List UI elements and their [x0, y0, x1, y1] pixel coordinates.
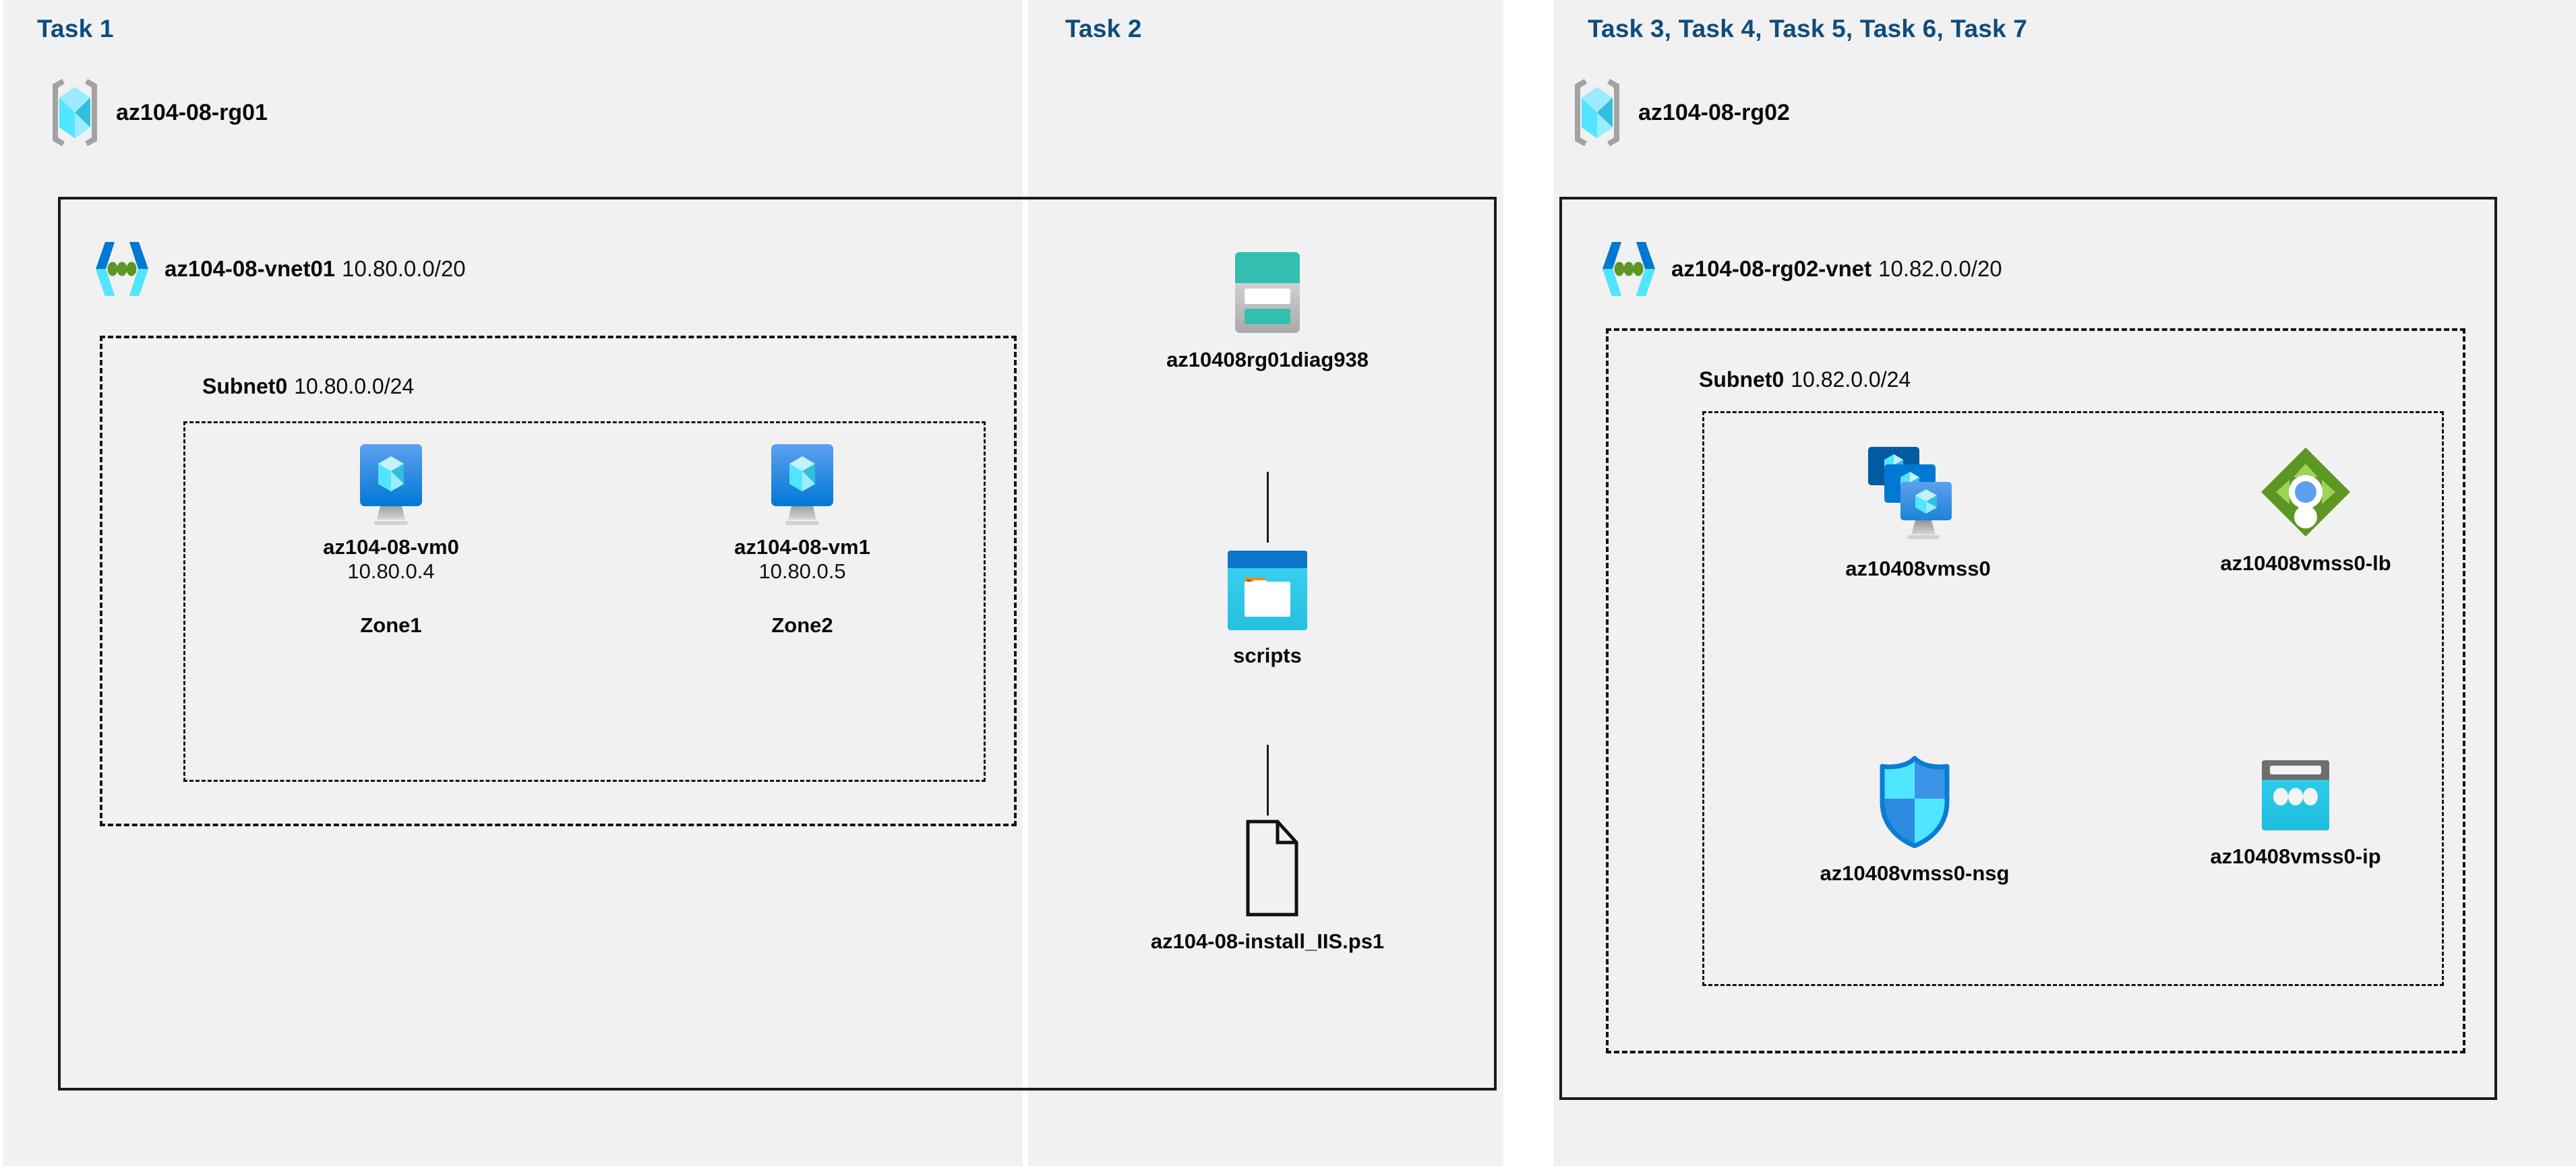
vnet-boundary-vnet01 — [58, 197, 1497, 1091]
node-blob-container[interactable]: scripts — [1146, 549, 1389, 668]
subnet-name-vnet01: Subnet0 — [202, 374, 288, 398]
subnet-boundary-vnet01-subnet0 — [100, 336, 1017, 826]
blob-container-icon — [1226, 549, 1309, 632]
vnet-cidr-vnet01: 10.80.0.0/20 — [342, 256, 466, 281]
network-security-group-name: az10408vmss0-nsg — [1820, 861, 2010, 885]
vmss-resource-boundary — [1702, 411, 2444, 986]
vm-ip-vm0: 10.80.0.4 — [347, 559, 435, 583]
resource-group-header-rg02: az104-08-rg02 — [1571, 78, 1790, 148]
vm-zone-vm1: Zone2 — [771, 613, 833, 637]
vnet-boundary-vnet02 — [1559, 197, 2497, 1100]
node-load-balancer[interactable]: az10408vmss0-lb — [2154, 445, 2457, 576]
task-label-2: Task 2 — [1065, 15, 1142, 42]
storage-account-name: az10408rg01diag938 — [1166, 348, 1369, 371]
connector-storage-to-container — [1267, 472, 1269, 543]
blob-container-name: scripts — [1233, 644, 1302, 667]
subnet-boundary-vnet02-subnet0 — [1606, 328, 2465, 1053]
storage-account-icon — [1231, 249, 1304, 336]
node-public-ip-address[interactable]: az10408vmss0-ip — [2147, 758, 2444, 869]
vm-ip-vm1: 10.80.0.5 — [758, 559, 846, 583]
subnet-name-vnet02: Subnet0 — [1699, 367, 1785, 392]
subnet-cidr-vnet01: 10.80.0.0/24 — [294, 374, 415, 398]
resource-group-name-rg02: az104-08-rg02 — [1638, 99, 1790, 125]
vm-scale-set-icon — [1867, 445, 1969, 545]
resource-group-icon — [1571, 78, 1623, 148]
node-storage-account[interactable]: az10408rg01diag938 — [1119, 249, 1416, 372]
public-ip-address-icon — [2259, 758, 2332, 832]
panel-task1 — [3, 0, 1023, 1166]
subnet-cidr-vnet02: 10.82.0.0/24 — [1791, 367, 1911, 392]
virtual-network-icon — [1601, 239, 1656, 299]
node-vm1[interactable]: az104-08-vm1 10.80.0.5 Zone2 — [681, 441, 924, 638]
virtual-machine-icon — [354, 441, 428, 526]
task-label-3-7: Task 3, Task 4, Task 5, Task 6, Task 7 — [1588, 15, 2028, 42]
virtual-network-icon — [94, 239, 150, 299]
load-balancer-icon — [2258, 445, 2353, 539]
virtual-machine-icon — [765, 441, 839, 526]
task-label-1: Task 1 — [37, 15, 114, 42]
resource-group-header-rg01: az104-08-rg01 — [49, 78, 268, 148]
connector-container-to-file — [1267, 745, 1269, 816]
powershell-file-name: az104-08-install_IIS.ps1 — [1150, 929, 1385, 953]
network-security-group-icon — [1874, 755, 1955, 849]
node-powershell-file[interactable]: az104-08-install_IIS.ps1 — [1085, 819, 1449, 954]
node-vm0[interactable]: az104-08-vm0 10.80.0.4 Zone1 — [270, 441, 512, 638]
vmss-name: az10408vmss0 — [1845, 557, 1991, 580]
node-vmss[interactable]: az10408vmss0 — [1770, 445, 2066, 581]
vnet-cidr-vnet02: 10.82.0.0/20 — [1878, 256, 2002, 281]
vnet-name-vnet02: az104-08-rg02-vnet — [1671, 256, 1872, 281]
vm-zone-vm0: Zone1 — [360, 613, 422, 637]
vm-name-vm0: az104-08-vm0 — [323, 535, 459, 559]
load-balancer-name: az10408vmss0-lb — [2220, 551, 2391, 575]
public-ip-address-name: az10408vmss0-ip — [2210, 845, 2381, 868]
vnet-name-vnet01: az104-08-vnet01 — [164, 256, 336, 281]
availability-zone-boundary — [183, 421, 986, 782]
vm-name-vm1: az104-08-vm1 — [734, 535, 870, 559]
resource-group-name-rg01: az104-08-rg01 — [116, 99, 268, 125]
panel-task3-7 — [1554, 0, 2576, 1166]
node-network-security-group[interactable]: az10408vmss0-nsg — [1743, 755, 2087, 886]
file-icon — [1224, 819, 1311, 917]
resource-group-icon — [49, 78, 101, 148]
